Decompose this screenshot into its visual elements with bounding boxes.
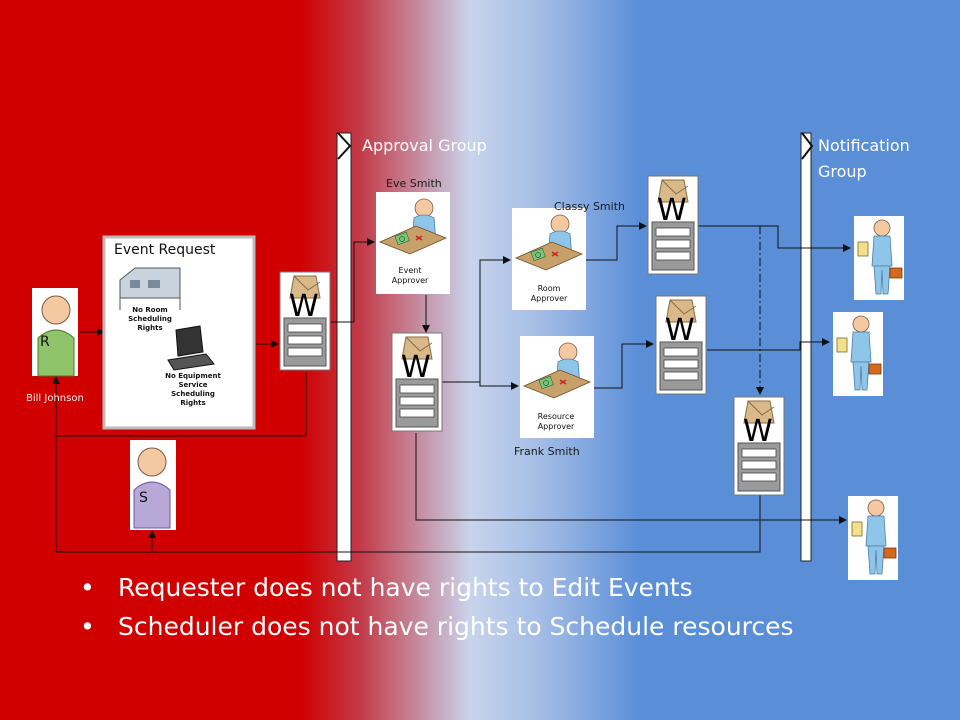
line-w2-to-notify3 — [415, 433, 847, 524]
no-room-rights-label: No Room Scheduling Rights — [128, 306, 172, 332]
no-equipment-rights-label: No Equipment Service Scheduling Rights — [165, 372, 221, 407]
bullet-item: Requester does not have rights to Edit E… — [80, 573, 940, 602]
line-w3-to-notify1 — [698, 225, 851, 252]
event-request-box — [102, 235, 256, 430]
notification-divider — [800, 132, 814, 562]
laptop-icon — [167, 325, 215, 371]
bullet-list: Requester does not have rights to Edit E… — [80, 573, 940, 651]
eve-smith-label: Eve Smith — [386, 177, 442, 190]
w5-letter: W — [743, 414, 773, 449]
w3-letter: W — [657, 193, 687, 228]
notify-person-3-icon — [847, 495, 899, 581]
resource-approver-label: Resource Approver — [537, 412, 575, 431]
notify-person-1-icon — [853, 215, 905, 301]
line-room-to-w3 — [585, 222, 647, 261]
scheduler-letter: S — [139, 490, 148, 506]
scheduler-person-icon — [130, 440, 176, 530]
bullet-item: Scheduler does not have rights to Schedu… — [80, 612, 940, 641]
classy-smith-label: Classy Smith — [554, 200, 625, 213]
room-icon — [119, 267, 181, 310]
w4-letter: W — [665, 313, 695, 348]
approval-group-label: Approval Group — [362, 136, 487, 155]
requester-letter: R — [40, 334, 50, 350]
line-w5-to-requester — [52, 376, 761, 553]
line-w2-to-resource — [441, 381, 519, 390]
event-approver-label: Event Approver — [391, 266, 429, 285]
w1-letter: W — [289, 289, 319, 324]
requester-name: Bill Johnson — [26, 393, 84, 404]
requester-person-icon — [32, 288, 78, 377]
approval-divider — [336, 132, 352, 562]
line-resource-to-w4 — [593, 340, 654, 389]
room-approver-label: Room Approver — [530, 284, 568, 303]
notify-person-2-icon — [832, 311, 884, 397]
line-w2-to-room — [441, 256, 511, 383]
line-w1-to-event-approver — [331, 238, 375, 323]
event-request-title: Event Request — [114, 242, 216, 258]
notification-group-label: Notification Group — [818, 136, 910, 181]
w2-letter: W — [401, 350, 431, 385]
frank-smith-label: Frank Smith — [514, 445, 580, 458]
line-w4-to-notify2 — [707, 338, 830, 351]
flow-lines — [52, 222, 851, 553]
